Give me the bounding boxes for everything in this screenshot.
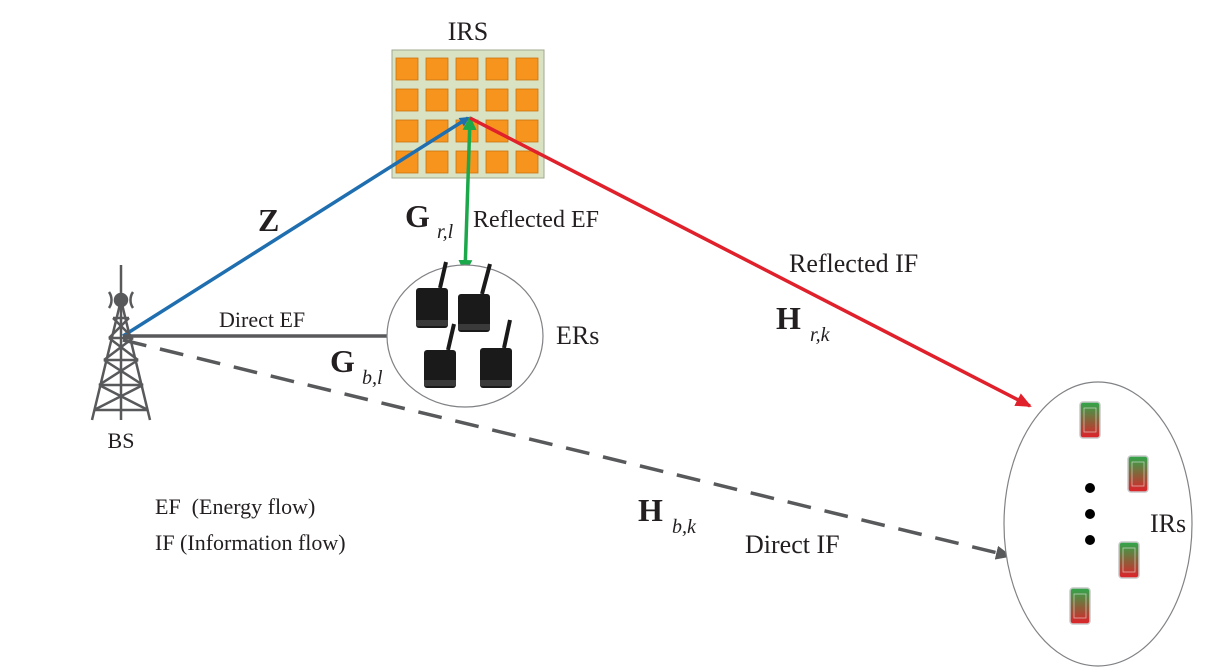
energy-receiver-icon [458, 263, 492, 332]
irs-reflecting-element [425, 150, 449, 174]
phone-icon [1127, 455, 1149, 493]
svg-text:r,l: r,l [437, 221, 454, 243]
bs-tower-icon [90, 265, 152, 421]
phone-icon [1118, 541, 1140, 579]
energy-receiver-icon [416, 261, 448, 328]
link-reflected-ef-arrow [458, 116, 477, 274]
irs-reflecting-element [515, 88, 539, 112]
irs-reflecting-element [425, 57, 449, 81]
irs-reflecting-element [395, 119, 419, 143]
phone-icon [1069, 587, 1091, 625]
irs-reflecting-element [395, 88, 419, 112]
direct-if-label: Direct IF [745, 530, 840, 559]
irs-panel [391, 49, 545, 179]
irs-reflecting-element [515, 150, 539, 174]
ellipsis-dots [1085, 483, 1095, 545]
irs-receivers-label: IRs [1150, 509, 1186, 538]
svg-text:G: G [405, 198, 430, 234]
svg-text:H: H [638, 492, 663, 528]
link-z-arrow [122, 116, 470, 338]
svg-text:G: G [330, 343, 355, 379]
energy-receiver-icon [424, 323, 456, 388]
irs-reflecting-element [485, 150, 509, 174]
ers-cluster-circle [386, 264, 544, 408]
link-reflected-if-arrow [469, 116, 1032, 408]
svg-text:b,l: b,l [362, 367, 383, 389]
irs-reflecting-element [485, 88, 509, 112]
svg-text:b,k: b,k [672, 516, 697, 538]
h-bk-channel-label: H b,k [638, 492, 697, 538]
reflected-if-label: Reflected IF [789, 249, 918, 278]
g-rl-channel-label: G r,l [405, 198, 454, 243]
bs-label: BS [108, 428, 135, 453]
irs-reflecting-element [425, 88, 449, 112]
direct-ef-label: Direct EF [219, 307, 305, 332]
irs-reflecting-element [455, 57, 479, 81]
z-channel-label: Z [258, 202, 279, 238]
phone-icon [1079, 401, 1101, 439]
irs-reflecting-element [485, 57, 509, 81]
irs-element-grid [395, 57, 539, 174]
irs-reflecting-element [455, 88, 479, 112]
irs-reflecting-element [515, 57, 539, 81]
irs-reflecting-element [395, 57, 419, 81]
ers-label: ERs [556, 321, 599, 350]
svg-text:r,k: r,k [810, 324, 831, 346]
h-rk-channel-label: H r,k [776, 300, 831, 346]
irs-reflecting-element [515, 119, 539, 143]
irs-label: IRS [448, 17, 488, 46]
energy-receiver-icon [480, 319, 512, 388]
irs-cluster-ellipse [1003, 381, 1193, 667]
link-direct-if-arrow [122, 338, 1012, 560]
svg-text:H: H [776, 300, 801, 336]
reflected-ef-label: Reflected EF [473, 207, 599, 233]
legend-ef: EF (Energy flow) [155, 494, 315, 519]
g-bl-channel-label: G b,l [330, 343, 383, 389]
legend-if: IF (Information flow) [155, 530, 346, 555]
